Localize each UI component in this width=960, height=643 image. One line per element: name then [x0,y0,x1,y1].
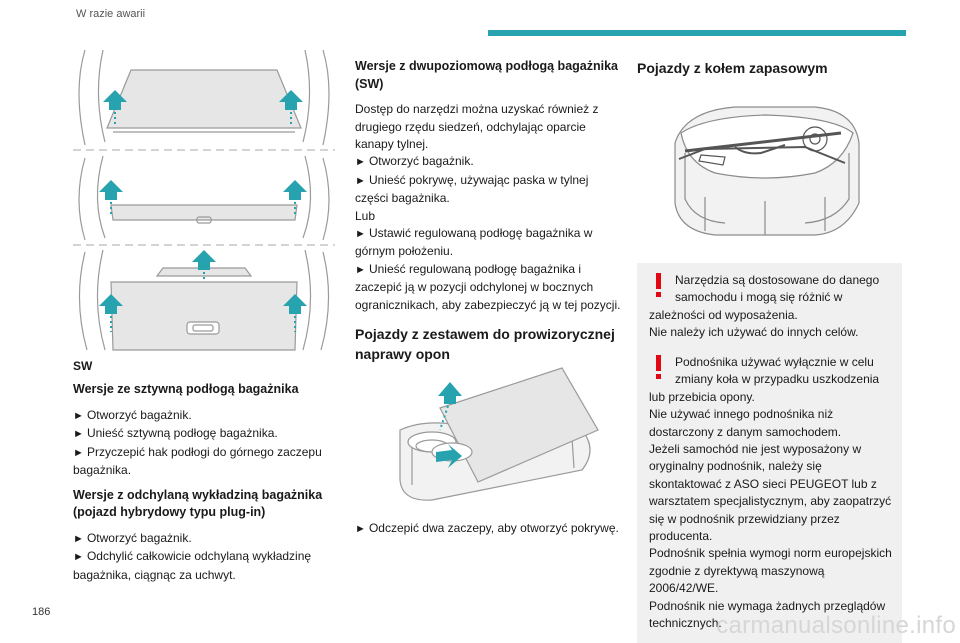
step-item: Otworzyć bagażnik. [73,408,192,422]
hinged-lining-heading: Wersje z odchylaną wykładziną bagażnika … [73,487,323,520]
rigid-floor-heading: Wersje ze sztywną podłogą bagażnika [73,382,299,397]
step-item: Unieść sztywną podłogę bagażnika. [73,426,278,440]
step-item: Unieść regulowaną podłogę bagażnika i za… [355,262,620,312]
or-label: Lub [355,208,376,223]
right-column-heading: Pojazdy z kołem zapasowym [637,58,902,86]
step-item: Otworzyć bagażnik. [73,531,192,545]
warning-text: Narzędzia są dostosowane do danego samoc… [649,273,880,322]
left-column-text: SW Wersje ze sztywną podłogą bagażnika O… [73,358,335,591]
repair-kit-cover-diagram [392,360,602,510]
page-number: 186 [32,606,51,618]
warning-text: Nie należy ich używać do innych celów. [649,325,859,340]
warning-text: Jeżeli samochód nie jest wyposażony w or… [649,442,892,544]
step-item: Unieść pokrywę, używając paska w tylnej … [355,173,588,205]
warning-text: Nie używać innego podnośnika niż dostarc… [649,407,842,439]
section-title: W razie awarii [76,8,146,20]
middle-column-text: Wersje z dwupoziomową podłogą bagażnika … [355,58,623,372]
warning-text: Podnośnik spełnia wymogi norm europejski… [649,546,892,596]
step-item: Odchylić całkowicie odchylaną wykładzinę… [73,549,311,581]
intro-text: Dostęp do narzędzi można uzyskać również… [355,102,599,151]
trunk-floor-diagram [73,50,335,353]
warning-exclamation-icon [656,355,661,379]
diagram-caption: SW [73,359,93,373]
repair-kit-heading: Pojazdy z zestawem do prowizorycznej nap… [355,326,615,363]
warning-box-tools: Narzędzia są dostosowane do danego samoc… [637,263,902,352]
two-level-floor-heading: Wersje z dwupoziomową podłogą bagażnika … [355,59,618,91]
step-item: Ustawić regulowaną podłogę bagażnika w g… [355,226,592,258]
step-item: Otworzyć bagażnik. [355,154,474,168]
warning-text: Podnośnika używać wyłącznie w celu zmian… [649,355,880,404]
watermark: carmanualsonline.info [716,612,956,639]
header-accent-bar [488,30,906,36]
step-item: Odczepić dwa zaczepy, aby otworzyć pokry… [355,521,619,535]
step-item: Przyczepić hak podłogi do górnego zaczep… [73,445,322,477]
warning-box-jack: Podnośnika używać wyłącznie w celu zmian… [637,345,902,643]
warning-text: Podnośnik nie wymaga żadnych przeglądów … [649,598,886,631]
warning-exclamation-icon [656,273,661,297]
spare-wheel-heading: Pojazdy z kołem zapasowym [637,60,828,76]
spare-wheel-tools-diagram [665,103,865,243]
repair-kit-step: Odczepić dwa zaczepy, aby otworzyć pokry… [355,520,625,538]
